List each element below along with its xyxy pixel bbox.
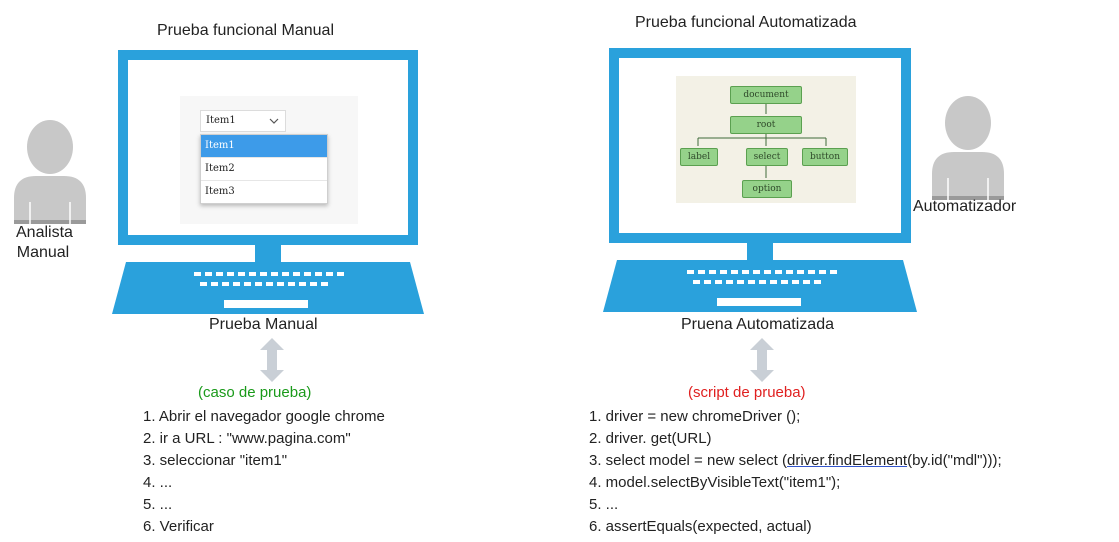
caso-de-prueba-label: (caso de prueba) [198, 384, 312, 401]
dropdown-options-list: Item1 Item2 Item3 [200, 134, 328, 204]
tree-node-select: select [746, 148, 788, 166]
tree-node-root: root [730, 116, 802, 134]
list-item: 1. Abrir el navegador google chrome [143, 408, 385, 425]
dom-tree-diagram: document root label select button option [676, 76, 856, 203]
manual-laptop-caption: Prueba Manual [209, 316, 318, 333]
double-arrow-icon [260, 338, 284, 382]
list-item: 2. ir a URL : "www.pagina.com" [143, 430, 351, 447]
dropdown-option[interactable]: Item3 [205, 186, 235, 197]
list-item: 3. select model = new select (driver.fin… [589, 450, 1002, 472]
list-item: 5. ... [143, 496, 173, 513]
dropdown-selected-value: Item1 [206, 115, 236, 126]
manual-laptop-neck [255, 245, 281, 262]
list-item: 6. Verificar [143, 518, 214, 535]
tree-node-label: label [680, 148, 718, 166]
dropdown-select[interactable]: Item1 [200, 110, 286, 132]
script-de-prueba-label: (script de prueba) [688, 384, 806, 401]
tree-node-button: button [802, 148, 848, 166]
automated-screen-display: document root label select button option [619, 58, 901, 233]
tree-node-document: document [730, 86, 802, 104]
chevron-down-icon [269, 118, 279, 124]
tree-node-option: option [742, 180, 792, 198]
list-item: 2. driver. get(URL) [589, 430, 712, 447]
automator-label: Automatizador [913, 198, 1017, 215]
dropdown-option[interactable]: Item1 [201, 135, 327, 158]
find-element-link: driver.findElement [787, 452, 908, 469]
script-line3-suffix: (by.id("mdl"))); [907, 452, 1002, 469]
script-line3-prefix: 3. select model = new select ( [589, 452, 788, 469]
manual-screen-display: Item1 Item1 Item2 Item3 [128, 60, 408, 235]
list-item: 4. model.selectByVisibleText("item1"); [589, 474, 841, 491]
manual-steps-list: 1. Abrir el navegador google chrome 2. i… [143, 406, 385, 538]
analyst-label-line1: Analista [16, 224, 73, 241]
analyst-person-icon [14, 120, 86, 224]
list-item: 1. driver = new chromeDriver (); [589, 408, 801, 425]
automated-laptop-caption: Pruena Automatizada [681, 316, 834, 333]
list-item: 6. assertEquals(expected, actual) [589, 518, 812, 535]
double-arrow-icon [750, 338, 774, 382]
manual-title: Prueba funcional Manual [157, 22, 335, 39]
dropdown-demo-panel: Item1 Item1 Item2 Item3 [180, 96, 358, 224]
automated-title: Prueba funcional Automatizada [635, 14, 857, 31]
analyst-label: Analista Manual [16, 224, 73, 262]
manual-laptop-screen: Item1 Item1 Item2 Item3 [118, 50, 418, 245]
automated-laptop-screen: document root label select button option [609, 48, 911, 243]
automated-laptop-keyboard-base [603, 260, 917, 312]
automator-person-icon [932, 96, 1004, 200]
analyst-label-line2: Manual [16, 244, 70, 261]
list-item: 3. seleccionar "item1" [143, 452, 288, 469]
dropdown-option[interactable]: Item2 [201, 158, 327, 181]
list-item: 5. ... [589, 496, 619, 513]
manual-laptop-keyboard-base [112, 262, 424, 314]
automated-script-list: 1. driver = new chromeDriver (); 2. driv… [589, 406, 1002, 538]
dom-tree-connectors [697, 104, 827, 178]
list-item: 4. ... [143, 474, 173, 491]
automated-laptop-neck [747, 243, 773, 260]
